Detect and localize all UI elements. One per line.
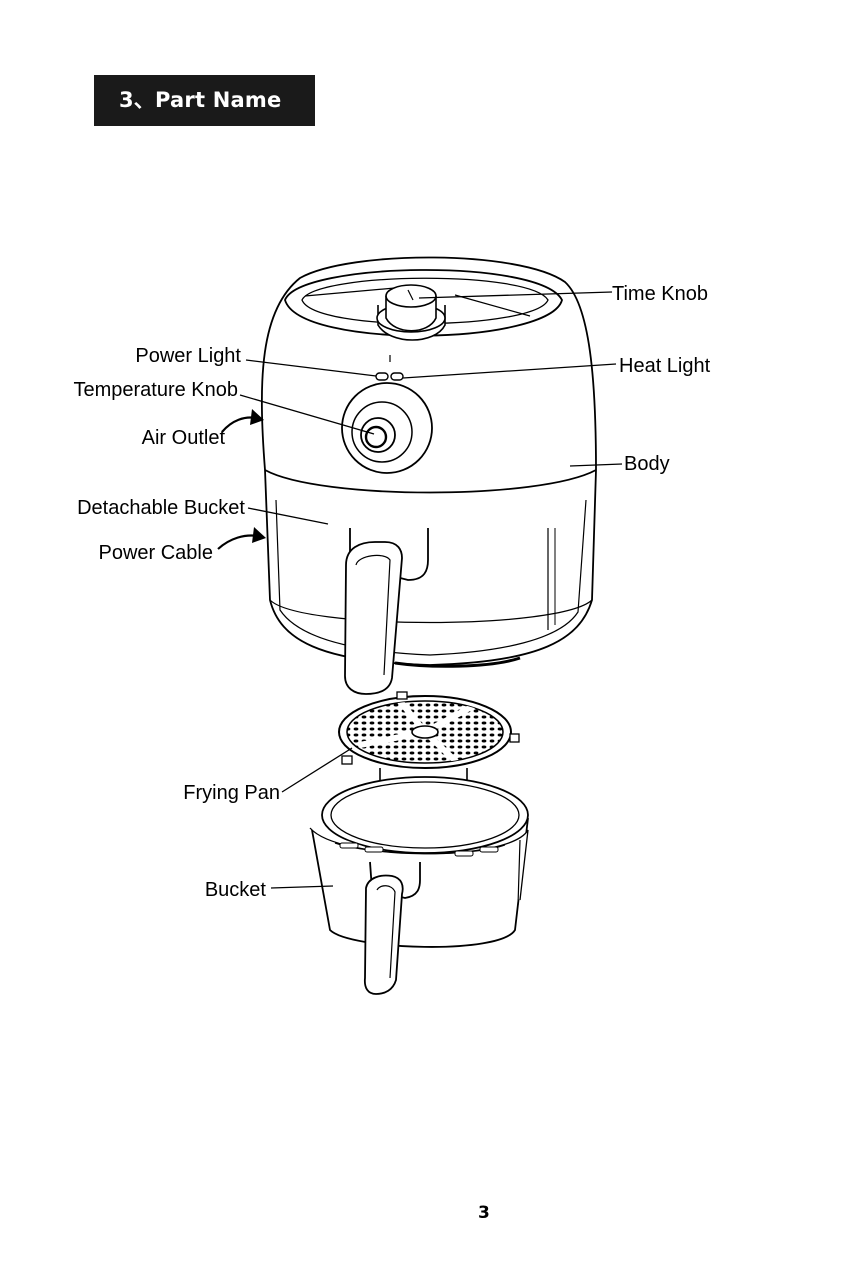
label-body: Body [624, 453, 670, 475]
time-knob [377, 285, 445, 340]
power-cable-arrow [218, 527, 266, 549]
label-temperature-knob: Temperature Knob [73, 379, 238, 401]
label-time-knob: Time Knob [612, 283, 708, 305]
label-air-outlet: Air Outlet [142, 427, 226, 449]
air-outlet-arrow [222, 409, 264, 432]
label-heat-light: Heat Light [619, 355, 711, 377]
power-light-leader [246, 360, 376, 376]
bucket [310, 777, 528, 947]
label-detachable-bucket: Detachable Bucket [77, 497, 245, 519]
frying-pan-leader [282, 748, 352, 792]
label-bucket: Bucket [205, 879, 267, 901]
label-frying-pan: Frying Pan [183, 782, 280, 804]
label-power-cable: Power Cable [98, 542, 213, 564]
detachable-bucket-leader [248, 508, 328, 524]
time-knob-leader [419, 292, 612, 298]
label-power-light: Power Light [135, 345, 241, 367]
indicator-lights [376, 355, 403, 380]
page-number: 3 [478, 1203, 490, 1223]
bucket-handle [345, 528, 428, 694]
frying-pan-grill [339, 692, 519, 770]
heat-light-leader [403, 364, 616, 378]
